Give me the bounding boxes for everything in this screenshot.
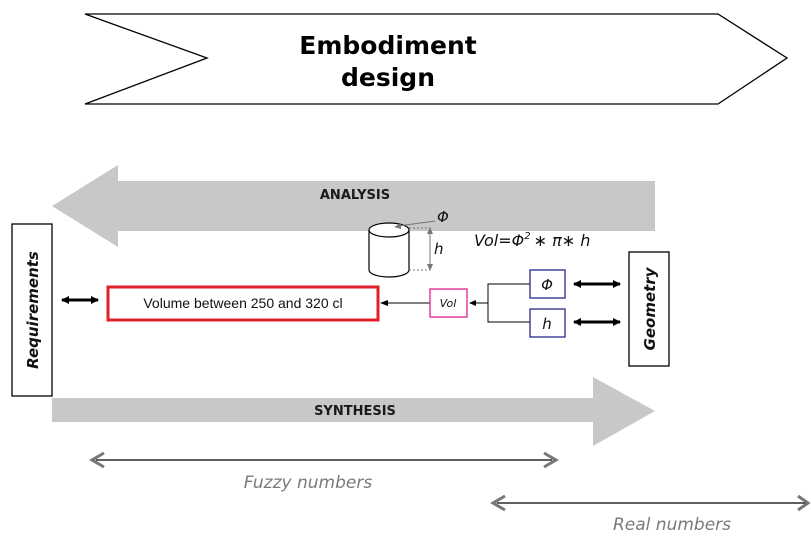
synthesis-arrow [52,377,655,446]
bracket-to-vol-arrowhead [469,300,476,306]
fuzzy-numbers-label: Fuzzy numbers [244,473,373,493]
title-banner [84,13,789,105]
geometry-label: Geometry [641,266,659,350]
h-label: h [542,315,552,333]
vol-box [429,288,468,318]
volume-formula: Vol=Φ2∗ π∗ h [474,231,590,250]
geometry-box [628,251,670,367]
variables-bracket [487,283,530,323]
phi-box [529,269,566,299]
title-line-2: design [341,63,435,92]
cylinder-icon [368,220,436,278]
cylinder-phi-label: Φ [437,208,449,226]
fuzzy-range-arrow [89,451,559,469]
vol-to-requirement-arrowhead [380,300,388,306]
requirement-box [106,285,380,322]
title-line-1: Embodiment [299,31,476,60]
phi-label: Φ [541,276,553,294]
requirement-text: Volume between 250 and 320 cl [143,295,342,311]
vol-label: Vol [440,297,457,310]
real-numbers-label: Real numbers [613,515,731,534]
requirements-box [11,223,53,397]
analysis-arrow [52,165,655,247]
real-range-arrow [490,494,811,512]
synthesis-label: SYNTHESIS [314,404,396,419]
requirements-label: Requirements [24,251,42,369]
h-box [529,308,566,338]
analysis-label: ANALYSIS [320,188,390,203]
cylinder-h-label: h [434,240,444,258]
